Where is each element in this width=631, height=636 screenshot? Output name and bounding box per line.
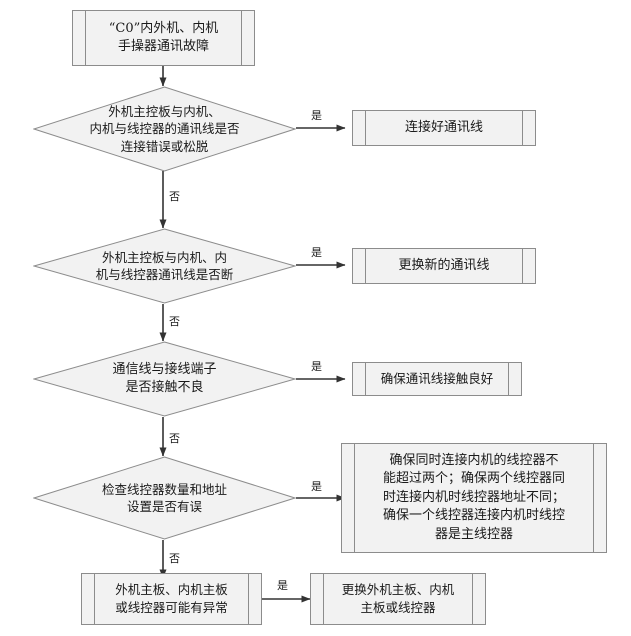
action-replace-boards[interactable]: 更换外机主板、内机 主板或线控器 bbox=[310, 573, 486, 625]
decision-wire-broken[interactable]: 外机主控板与内机、内 机与线控器通讯线是否断 bbox=[33, 228, 296, 304]
action-ensure-good-contact-label: 确保通讯线接触良好 bbox=[380, 371, 494, 387]
action-board-abnormal[interactable]: 外机主板、内机主板 或线控器可能有异常 bbox=[81, 573, 262, 625]
decision-wiring-loose[interactable]: 外机主控板与内机、 内机与线控器的通讯线是否 连接错误或松脱 bbox=[33, 86, 296, 172]
node-fault-title-label: “C0”内外机、内机 手操器通讯故障 bbox=[108, 20, 219, 54]
edge-label-no-3: 否 bbox=[169, 432, 180, 445]
edge-label-no-4: 否 bbox=[169, 552, 180, 565]
action-board-abnormal-label: 外机主板、内机主板 或线控器可能有异常 bbox=[115, 582, 228, 615]
edge-label-yes-5: 是 bbox=[277, 579, 288, 592]
edge-label-yes-1: 是 bbox=[311, 109, 322, 122]
action-controller-rules[interactable]: 确保同时连接内机的线控器不 能超过两个；确保两个线控器同 时连接内机时线控器地址… bbox=[341, 443, 607, 553]
action-replace-comm-line-label: 更换新的通讯线 bbox=[398, 257, 490, 273]
diamond-shape bbox=[33, 228, 296, 304]
action-replace-boards-label: 更换外机主板、内机 主板或线控器 bbox=[341, 582, 455, 615]
decision-terminal-contact[interactable]: 通信线与接线端子 是否接触不良 bbox=[33, 341, 296, 417]
diamond-shape bbox=[33, 341, 296, 417]
edge-label-yes-3: 是 bbox=[311, 360, 322, 373]
diamond-shape bbox=[33, 86, 296, 172]
edge-label-no-2: 否 bbox=[169, 315, 180, 328]
edge-label-yes-4: 是 bbox=[311, 480, 322, 493]
action-connect-comm-line[interactable]: 连接好通讯线 bbox=[352, 110, 536, 146]
action-controller-rules-label: 确保同时连接内机的线控器不 能超过两个；确保两个线控器同 时连接内机时线控器地址… bbox=[382, 452, 565, 542]
action-ensure-good-contact[interactable]: 确保通讯线接触良好 bbox=[352, 362, 522, 396]
action-connect-comm-line-label: 连接好通讯线 bbox=[404, 119, 483, 135]
edge-label-yes-2: 是 bbox=[311, 246, 322, 259]
node-fault-title[interactable]: “C0”内外机、内机 手操器通讯故障 bbox=[72, 10, 255, 66]
edge-label-no-1: 否 bbox=[169, 190, 180, 203]
diamond-shape bbox=[33, 456, 296, 540]
decision-controller-count-address[interactable]: 检查线控器数量和地址 设置是否有误 bbox=[33, 456, 296, 540]
action-replace-comm-line[interactable]: 更换新的通讯线 bbox=[352, 248, 536, 284]
